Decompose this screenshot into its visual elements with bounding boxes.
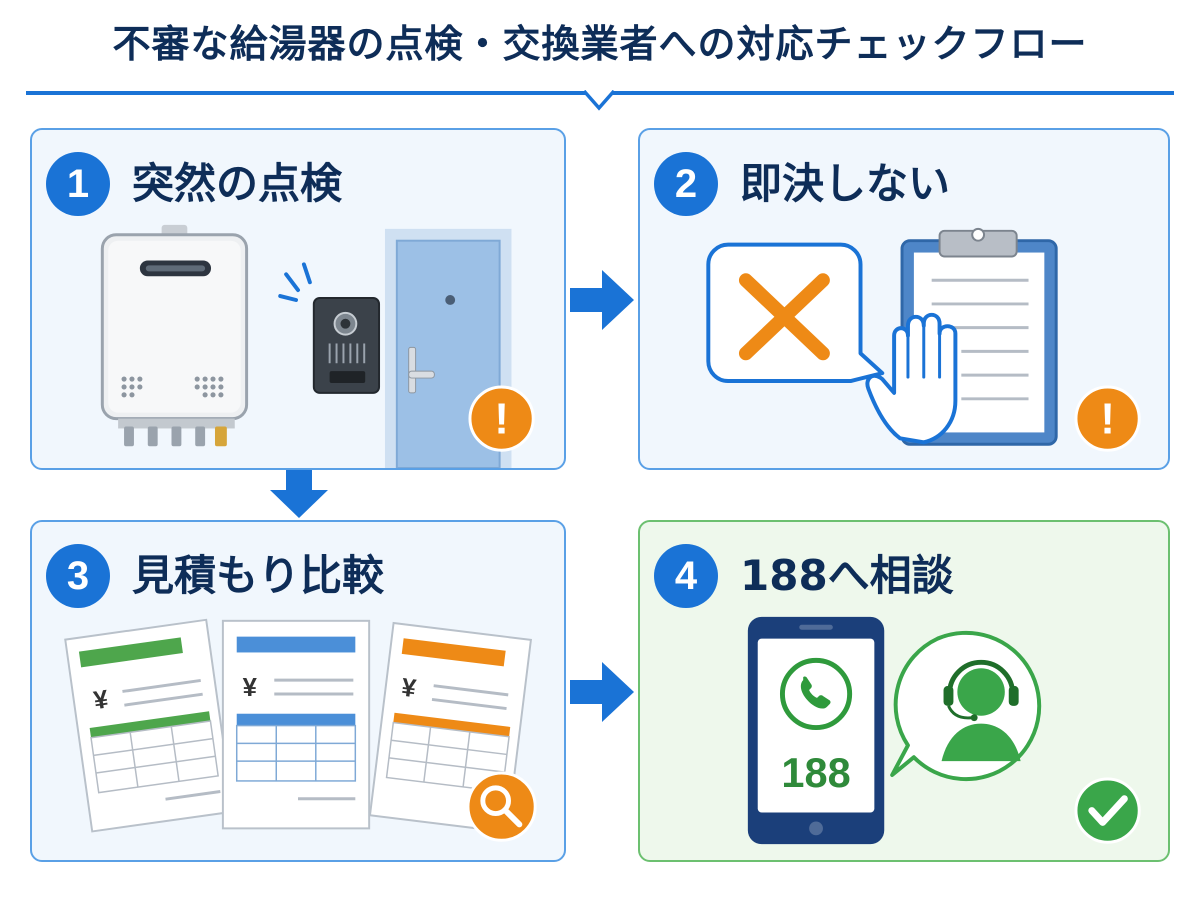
step-4-panel: 4 188へ相談 188 [638,520,1170,862]
estimate-sheet-icon: ¥ [64,618,235,833]
step-1-illustration: ! [100,224,535,468]
smartphone-icon: 188 [747,616,885,845]
step-4-heading: 188へ相談 [740,551,954,600]
step-4-number: 4 [654,544,718,608]
step-3-panel: 3 見積もり比較 ¥ ¥ [30,520,566,862]
cross-icon [706,242,885,384]
title-pointer [582,90,616,111]
alert-mark: ! [1100,395,1114,443]
arrow-step1-to-step2 [570,270,634,330]
alert-icon: ! [468,385,535,452]
step-1-heading: 突然の点検 [132,159,343,208]
operator-icon [890,630,1042,782]
step-2-panel: 2 即決しない [638,128,1170,470]
alert-icon: ! [1074,385,1141,452]
alert-mark: ! [494,395,508,443]
magnifier-icon [466,771,537,842]
step-3-illustration: ¥ ¥ [64,618,537,842]
step-1-number: 1 [46,152,110,216]
page-title: 不審な給湯器の点検・交換業者への対応チェックフロー [112,22,1088,66]
yen-mark: ¥ [243,674,258,702]
phone-number-188: 188 [781,749,850,796]
yen-mark: ¥ [400,674,418,704]
step-1-panel: 1 突然の点検 [30,128,566,470]
yen-mark: ¥ [92,685,111,715]
water-heater-icon [100,224,249,447]
stop-hand-icon [865,312,958,445]
step-4-illustration: 188 [747,616,1141,845]
arrow-step3-to-step4 [570,662,634,722]
arrow-step1-to-step3 [270,470,328,518]
check-icon [1074,777,1141,844]
step-3-heading: 見積もり比較 [132,551,385,600]
intercom-icon [278,262,381,394]
phone-icon [779,657,853,731]
estimate-sheet-icon: ¥ [221,619,371,830]
step-2-illustration: ! [706,227,1141,452]
step-3-number: 3 [46,544,110,608]
step-2-heading: 即決しない [740,159,951,208]
step-2-number: 2 [654,152,718,216]
